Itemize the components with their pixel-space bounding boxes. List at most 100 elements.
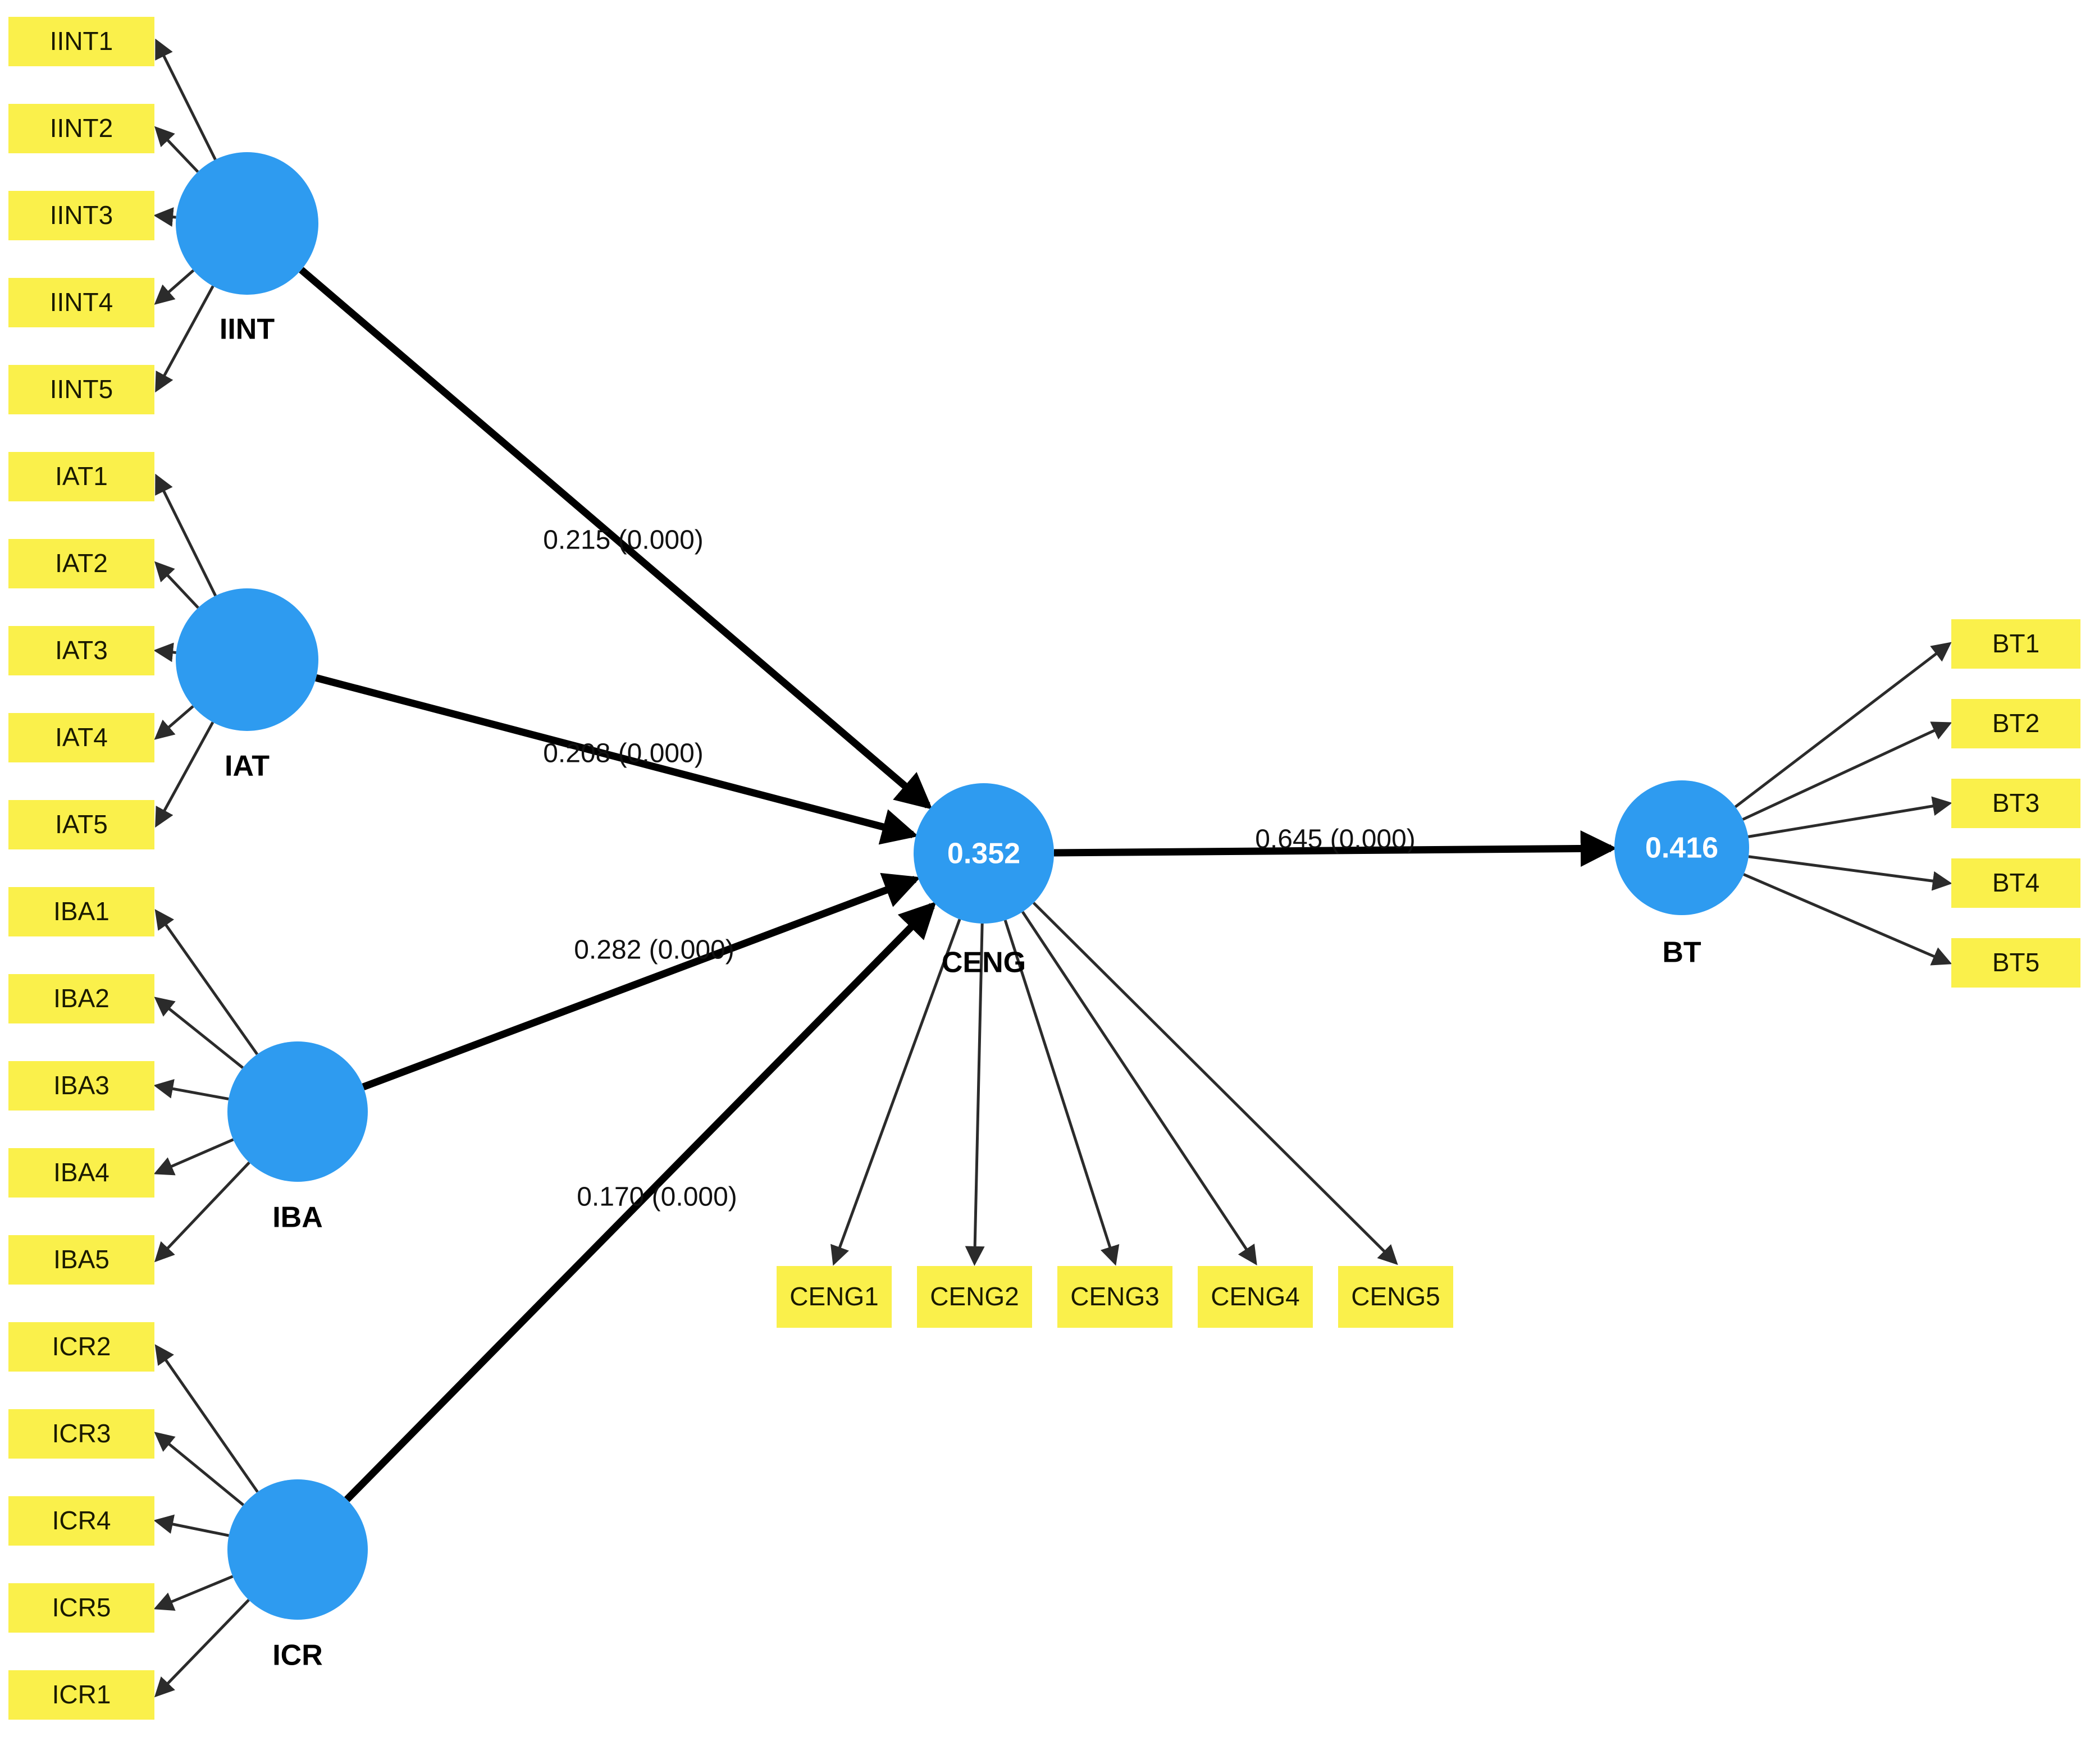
indicator-box[interactable] [8, 539, 154, 588]
indicator-boxes-layer: IINT1IINT2IINT3IINT4IINT5IAT1IAT2IAT3IAT… [8, 17, 2080, 1720]
indicator-node[interactable]: IINT4 [8, 278, 154, 327]
measurement-arrow [154, 1599, 250, 1698]
measurement-arrows-layer [153, 38, 1952, 1698]
measurement-arrow [1742, 721, 1952, 821]
measurement-arrow [154, 126, 199, 173]
latent-circle[interactable] [1614, 780, 1749, 915]
indicator-node[interactable]: CENG2 [917, 1266, 1032, 1328]
indicator-node[interactable]: IINT1 [8, 17, 154, 66]
indicator-box[interactable] [8, 800, 154, 849]
indicator-node[interactable]: CENG4 [1198, 1266, 1313, 1328]
latent-circle[interactable] [227, 1479, 368, 1620]
path-coefficient-label: 0.645 (0.000) [1255, 825, 1416, 854]
indicator-box[interactable] [8, 452, 154, 501]
indicator-box[interactable] [8, 1409, 154, 1459]
latent-variable-label: IBA [272, 1201, 323, 1234]
indicator-box[interactable] [8, 974, 154, 1023]
measurement-arrow [1743, 873, 1952, 966]
indicator-box[interactable] [1951, 938, 2080, 988]
indicator-node[interactable]: BT2 [1951, 699, 2080, 748]
indicator-label: IBA1 [53, 897, 109, 926]
indicator-label: IAT5 [55, 810, 108, 839]
indicator-node[interactable]: IAT1 [8, 452, 154, 501]
indicator-node[interactable]: IAT2 [8, 539, 154, 588]
measurement-arrow [154, 1161, 250, 1263]
indicator-box[interactable] [8, 104, 154, 153]
indicator-box[interactable] [8, 1235, 154, 1285]
indicator-box[interactable] [1951, 699, 2080, 748]
indicator-box[interactable] [1951, 619, 2080, 669]
indicator-node[interactable]: IINT2 [8, 104, 154, 153]
indicator-box[interactable] [8, 1583, 154, 1633]
indicator-node[interactable]: IBA4 [8, 1148, 154, 1198]
indicator-box[interactable] [917, 1266, 1032, 1328]
indicator-node[interactable]: CENG1 [777, 1266, 892, 1328]
latent-variable-label: IINT [220, 313, 275, 346]
indicator-box[interactable] [8, 1148, 154, 1198]
indicator-node[interactable]: IINT5 [8, 365, 154, 414]
latent-variable-node[interactable]: IBA [227, 1041, 368, 1234]
indicator-node[interactable]: IAT4 [8, 713, 154, 762]
indicator-box[interactable] [8, 365, 154, 414]
indicator-box[interactable] [1198, 1266, 1313, 1328]
indicator-node[interactable]: IINT3 [8, 191, 154, 240]
indicator-box[interactable] [8, 1322, 154, 1372]
indicator-node[interactable]: ICR2 [8, 1322, 154, 1372]
indicator-node[interactable]: IAT3 [8, 626, 154, 675]
indicator-label: ICR4 [52, 1506, 111, 1535]
measurement-arrow [153, 1514, 230, 1537]
latent-variable-node[interactable]: ICR [227, 1479, 368, 1672]
indicator-label: BT5 [1992, 948, 2039, 977]
measurement-arrow [154, 561, 199, 609]
indicator-node[interactable]: IBA3 [8, 1061, 154, 1111]
indicator-box[interactable] [8, 1670, 154, 1720]
latent-circle[interactable] [227, 1041, 368, 1182]
indicator-node[interactable]: IAT5 [8, 800, 154, 849]
indicator-box[interactable] [8, 278, 154, 327]
latent-circle[interactable] [914, 783, 1054, 924]
path-coefficient-label: 0.282 (0.000) [574, 935, 734, 965]
indicator-box[interactable] [1057, 1266, 1172, 1328]
indicator-box[interactable] [8, 191, 154, 240]
indicator-label: BT1 [1992, 629, 2039, 658]
indicator-box[interactable] [8, 713, 154, 762]
indicator-node[interactable]: CENG3 [1057, 1266, 1172, 1328]
indicator-box[interactable] [8, 1496, 154, 1546]
indicator-node[interactable]: BT3 [1951, 779, 2080, 828]
indicator-label: CENG2 [930, 1282, 1019, 1311]
indicator-label: IBA5 [53, 1245, 109, 1274]
latent-variable-node[interactable]: IAT [176, 588, 318, 783]
indicator-box[interactable] [777, 1266, 892, 1328]
indicator-box[interactable] [8, 887, 154, 936]
indicator-label: BT4 [1992, 868, 2039, 897]
indicator-node[interactable]: IBA1 [8, 887, 154, 936]
latent-circle[interactable] [176, 588, 318, 731]
indicator-node[interactable]: CENG5 [1338, 1266, 1453, 1328]
path-coefficient-label: 0.208 (0.000) [543, 739, 704, 769]
indicator-node[interactable]: IBA5 [8, 1235, 154, 1285]
indicator-node[interactable]: ICR1 [8, 1670, 154, 1720]
indicator-box[interactable] [1951, 858, 2080, 908]
indicator-box[interactable] [8, 1061, 154, 1111]
indicator-node[interactable]: ICR5 [8, 1583, 154, 1633]
indicator-box[interactable] [1951, 779, 2080, 828]
measurement-arrow [1734, 642, 1952, 808]
indicator-node[interactable]: ICR3 [8, 1409, 154, 1459]
r-squared-value: 0.352 [947, 838, 1020, 870]
indicator-node[interactable]: IBA2 [8, 974, 154, 1023]
indicator-box[interactable] [8, 17, 154, 66]
indicator-node[interactable]: ICR4 [8, 1496, 154, 1546]
latent-variable-node[interactable]: IINT [176, 152, 318, 346]
indicator-label: IINT4 [50, 287, 113, 317]
indicator-node[interactable]: BT1 [1951, 619, 2080, 669]
indicator-node[interactable]: BT4 [1951, 858, 2080, 908]
measurement-arrow [155, 473, 217, 597]
indicator-node[interactable]: BT5 [1951, 938, 2080, 988]
measurement-arrow [154, 269, 195, 305]
latent-circle[interactable] [176, 152, 318, 295]
indicator-label: IINT2 [50, 113, 113, 143]
indicator-box[interactable] [8, 626, 154, 675]
indicator-box[interactable] [1338, 1266, 1453, 1328]
